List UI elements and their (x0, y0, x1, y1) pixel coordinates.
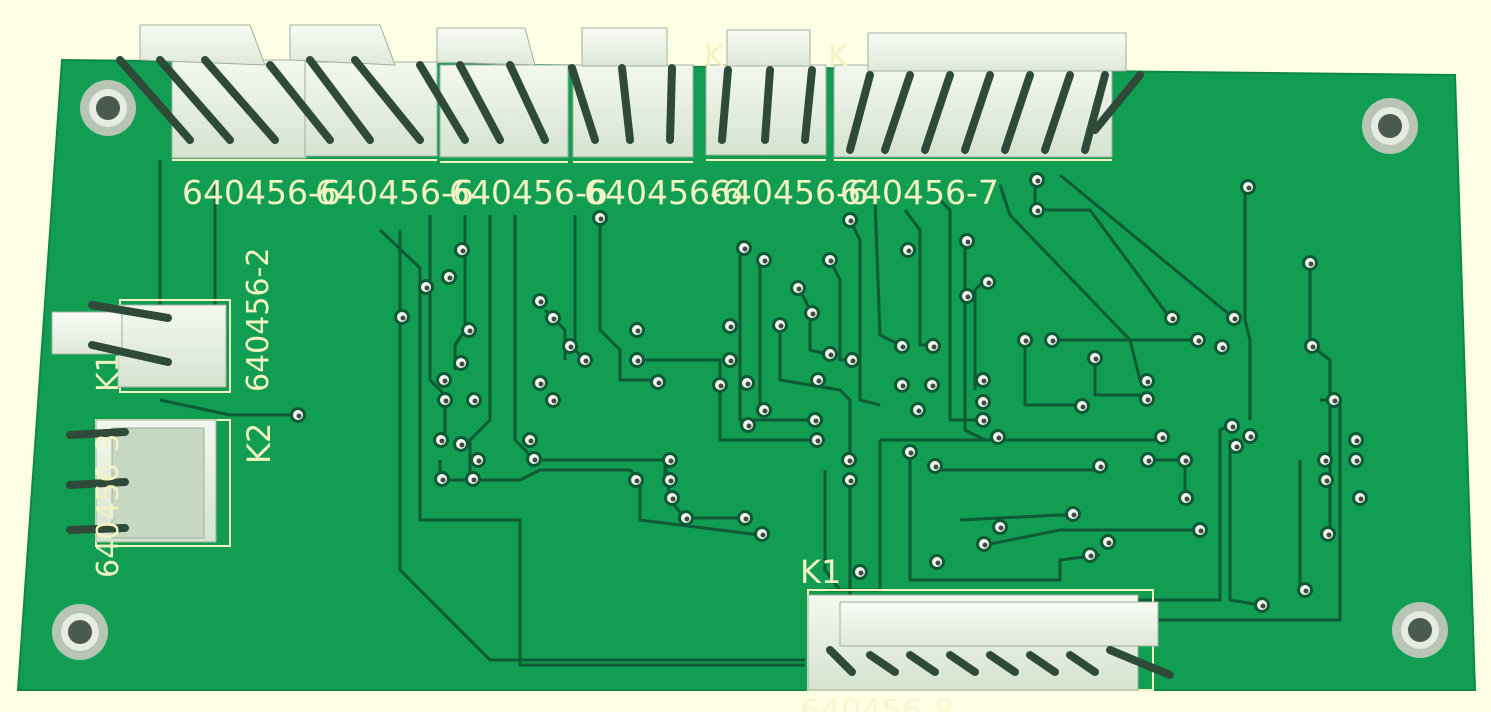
label-k1-bottom: K1 (800, 553, 841, 591)
connector-top-5 (705, 29, 827, 156)
connector-left-mid (51, 301, 227, 388)
label-top-6: 640456-7 (840, 173, 999, 212)
label-k-top-b: K (828, 39, 849, 74)
label-k-top-a: K (704, 39, 725, 74)
label-k-mid: K1 (91, 353, 126, 392)
solder-pads (290, 172, 1368, 613)
label-top-4: 640456-6 (584, 173, 743, 212)
connector-top-2 (266, 24, 438, 157)
label-bottom: 640456-8 (800, 692, 954, 712)
connector-top-4 (568, 27, 694, 158)
label-left-mid: 640456-2 (241, 248, 276, 392)
mounting-hole-bottom-left (52, 604, 108, 660)
label-left-bottom: 640456-3 (91, 434, 126, 578)
label-k2: K2 (240, 423, 278, 464)
mounting-hole-top-left (80, 80, 136, 136)
label-top-3: 640456-6 (449, 173, 608, 212)
connector-bottom (807, 594, 1174, 691)
mounting-hole-top-right (1362, 98, 1418, 154)
silkscreen-text: 640456-6 640456-6 640456-6 640456-6 6404… (91, 39, 999, 712)
label-top-1: 640456-6 (182, 173, 341, 212)
connector-top-6 (833, 32, 1144, 158)
mounting-hole-bottom-right (1392, 602, 1448, 658)
connector-top-3 (416, 27, 569, 158)
label-top-2: 640456-6 (315, 173, 474, 212)
label-top-5: 640456-6 (710, 173, 869, 212)
connector-left-bottom (66, 419, 217, 543)
